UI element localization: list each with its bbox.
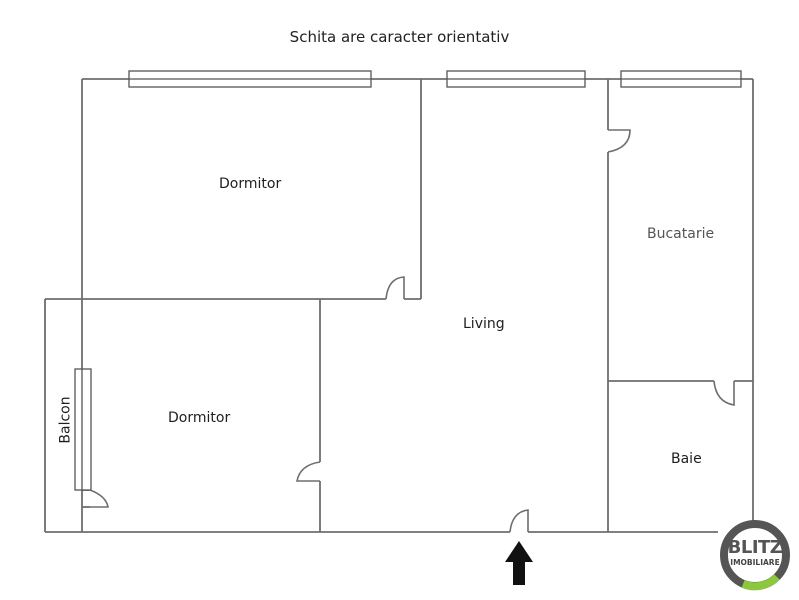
door-bedroom-1 (385, 276, 405, 300)
room-label-balcon: Balcon (57, 396, 74, 444)
logo-ring-icon (720, 520, 790, 591)
room-label-living: Living (463, 316, 505, 332)
entrance-arrow-icon (505, 541, 533, 585)
logo-text-blitz: BLITZ (727, 537, 783, 558)
room-label-baie: Baie (671, 451, 702, 467)
door-kitchen (607, 129, 631, 153)
plan-title: Schita are caracter orientativ (289, 28, 510, 46)
door-bedroom-2 (296, 461, 321, 482)
door-bath (713, 380, 735, 406)
window-balcony (74, 368, 92, 491)
room-label-dormitor-2: Dormitor (168, 410, 231, 426)
door-entrance (509, 509, 529, 533)
logo-text-imobiliare: IMOBILIARE (730, 558, 780, 567)
room-label-dormitor-1: Dormitor (219, 176, 282, 192)
room-label-bucatarie: Bucatarie (647, 226, 715, 242)
blitz-logo: BLITZ IMOBILIARE (719, 519, 791, 591)
door-balcony (89, 489, 109, 508)
